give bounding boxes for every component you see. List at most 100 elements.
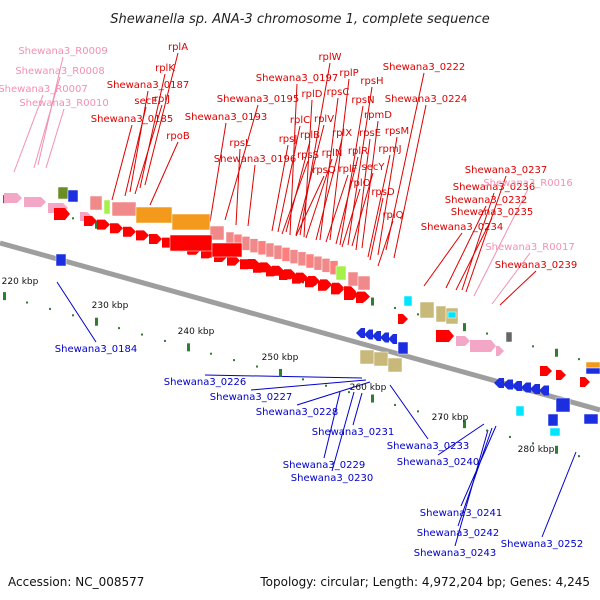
gene-label-rpla[interactable]: rplA (168, 42, 188, 53)
gene-label-rpse[interactable]: rpsE (359, 128, 381, 139)
callout-line-rplr (335, 156, 359, 245)
gene-feature (273, 244, 283, 260)
gene-label-rpob[interactable]: rpoB (166, 131, 190, 142)
callout-line-rpla (144, 52, 179, 186)
callout-line-shewana3-r0017 (491, 252, 531, 305)
gene-label-rplc[interactable]: rplC (290, 115, 310, 126)
gene-label-shewana3-0242[interactable]: Shewana3_0242 (417, 528, 499, 539)
gene-label-shewana3-0227[interactable]: Shewana3_0227 (210, 392, 292, 403)
gene-label-rplb[interactable]: rplB (300, 130, 320, 141)
scale-tick (325, 384, 327, 387)
gene-label-shewana3-0232[interactable]: Shewana3_0232 (445, 195, 527, 206)
scale-tick (279, 368, 282, 377)
gene-label-shewana3-0226[interactable]: Shewana3_0226 (164, 377, 246, 388)
gene-label-rplp[interactable]: rplP (339, 68, 358, 79)
callout-line-rpob (149, 141, 179, 206)
gene-label-shewana3-r0007[interactable]: Shewana3_R0007 (0, 84, 88, 95)
gene-label-shewana3-0196[interactable]: Shewana3_0196 (214, 154, 296, 165)
gene-label-secy[interactable]: secY (362, 162, 386, 173)
gene-label-rplr[interactable]: rplR (348, 146, 368, 157)
gene-label-shewana3-r0016[interactable]: Shewana3_R0016 (483, 178, 572, 189)
gene-feature (555, 397, 571, 413)
scale-tick (95, 220, 98, 229)
gene-label-rplv[interactable]: rplV (314, 114, 334, 125)
gene-label-rpln[interactable]: rplN (322, 148, 343, 159)
gene-label-shewana3-0240[interactable]: Shewana3_0240 (397, 457, 479, 468)
gene-feature (305, 253, 315, 269)
gene-label-rpsn[interactable]: rpsN (351, 95, 374, 106)
callout-line-rpln (305, 158, 333, 239)
gene-feature (24, 197, 46, 207)
gene-label-rplw[interactable]: rplW (318, 52, 341, 63)
gene-label-shewana3-0231[interactable]: Shewana3_0231 (312, 427, 394, 438)
gene-label-rpsh[interactable]: rpsH (360, 76, 383, 87)
gene-label-rpsd[interactable]: rpsD (371, 187, 395, 198)
gene-label-rpld[interactable]: rplD (302, 89, 323, 100)
gene-feature (248, 259, 260, 269)
scale-tick (210, 352, 212, 355)
gene-label-shewana3-0230[interactable]: Shewana3_0230 (291, 473, 373, 484)
callout-line-rpsd (369, 197, 384, 261)
callout-line-rplv (295, 124, 325, 236)
gene-label-rplj[interactable]: rplJ (154, 94, 170, 105)
gene-label-shewana3-0224[interactable]: Shewana3_0224 (385, 94, 467, 105)
gene-label-shewana3-0193[interactable]: Shewana3_0193 (185, 112, 267, 123)
gene-feature (227, 255, 240, 266)
gene-label-rplf[interactable]: rplF (339, 164, 358, 175)
gene-feature (289, 249, 299, 264)
gene-label-shewana3-r0010[interactable]: Shewana3_R0010 (19, 98, 108, 109)
callout-line-rplx (315, 138, 343, 241)
gene-label-sece[interactable]: secE (134, 96, 157, 107)
gene-label-rplk[interactable]: rplK (155, 63, 175, 74)
scale-tick (463, 323, 466, 332)
gene-label-shewana3-0236[interactable]: Shewana3_0236 (453, 182, 535, 193)
scale-tick (532, 442, 534, 445)
gene-feature (347, 271, 359, 287)
callout-line-shewana3-0222 (385, 72, 425, 251)
gene-label-rplo[interactable]: rplO (349, 178, 370, 189)
scale-tick (210, 255, 212, 258)
gene-label-rpmj[interactable]: rpmJ (378, 144, 401, 155)
gene-label-rpsj[interactable]: rpsJ (279, 134, 298, 145)
gene-label-shewana3-0233[interactable]: Shewana3_0233 (387, 441, 469, 452)
gene-label-shewana3-0234[interactable]: Shewana3_0234 (421, 222, 503, 233)
gene-label-shewana3-r0009[interactable]: Shewana3_R0009 (18, 46, 107, 57)
gene-label-rpsm[interactable]: rpsM (385, 126, 409, 137)
gene-label-shewana3-0237[interactable]: Shewana3_0237 (465, 165, 547, 176)
gene-feature (260, 262, 272, 273)
gene-label-shewana3-r0008[interactable]: Shewana3_R0008 (15, 66, 104, 77)
gene-label-shewana3-0195[interactable]: Shewana3_0195 (217, 94, 299, 105)
callout-line-shewana3-0227 (250, 379, 367, 391)
callout-line-rpsj (271, 144, 289, 232)
gene-label-rplx[interactable]: rplX (332, 128, 352, 139)
gene-label-shewana3-0252[interactable]: Shewana3_0252 (501, 539, 583, 550)
gene-label-shewana3-0187[interactable]: Shewana3_0187 (107, 80, 189, 91)
gene-label-rpss[interactable]: rpsS (297, 150, 319, 161)
gene-label-shewana3-0185[interactable]: Shewana3_0185 (91, 114, 173, 125)
gene-feature (583, 413, 599, 425)
gene-label-rpmd[interactable]: rpmD (364, 110, 392, 121)
gene-feature (332, 282, 344, 293)
gene-label-shewana3-0229[interactable]: Shewana3_0229 (283, 460, 365, 471)
gene-label-shewana3-0228[interactable]: Shewana3_0228 (256, 407, 338, 418)
gene-label-shewana3-0239[interactable]: Shewana3_0239 (495, 260, 577, 271)
gene-feature (344, 290, 358, 300)
gene-feature (357, 275, 371, 291)
callout-line-shewana3-0229 (323, 391, 341, 459)
gene-label-rplq[interactable]: rplQ (382, 210, 403, 221)
gene-label-shewana3-r0017[interactable]: Shewana3_R0017 (485, 242, 574, 253)
gene-label-shewana3-0222[interactable]: Shewana3_0222 (383, 62, 465, 73)
gene-label-shewana3-0243[interactable]: Shewana3_0243 (414, 548, 496, 559)
gene-label-shewana3-0184[interactable]: Shewana3_0184 (55, 344, 137, 355)
gene-label-shewana3-0241[interactable]: Shewana3_0241 (420, 508, 502, 519)
gene-label-rpsq[interactable]: rpsQ (312, 165, 336, 176)
gene-label-shewana3-0235[interactable]: Shewana3_0235 (451, 207, 533, 218)
gene-label-rpsl[interactable]: rpsL (229, 138, 251, 149)
callout-line-shewana3-0232 (445, 205, 487, 289)
callout-line-rpsm (377, 136, 398, 256)
gene-label-rpsc[interactable]: rpsC (327, 87, 350, 98)
gene-feature (320, 279, 332, 290)
gene-label-shewana3-0197[interactable]: Shewana3_0197 (256, 73, 338, 84)
